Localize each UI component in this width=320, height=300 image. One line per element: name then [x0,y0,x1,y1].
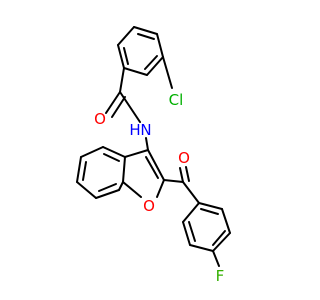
bond [198,202,223,210]
bond [95,189,120,199]
bond-c-cl [162,56,173,89]
bond-ketone-co-double [185,166,190,182]
furan-oxygen-label: O [143,197,155,215]
bond [76,181,97,199]
bond [117,26,135,46]
bond-double-inner [123,47,129,65]
bond [147,149,165,181]
bond-double-inner [82,161,87,181]
molecule-structure-diagram: Cl O N H O O F [76,26,231,285]
chlorine-label: Cl [169,91,184,109]
bond-n-c3 [145,137,149,151]
bond [212,232,231,252]
bond-double-inner [212,230,226,246]
bond [182,202,200,223]
bond [163,179,184,183]
bond [221,208,231,234]
bond [189,244,214,252]
bond-c-n [119,91,141,123]
bond [156,179,165,198]
bond-c-f [212,250,220,267]
bond [124,149,149,158]
bond-double-inner [98,183,117,192]
bond [117,44,125,69]
bond [122,156,126,183]
bond [102,146,126,158]
ketone-oxygen-label: O [178,149,190,167]
bond-amide-co-double [111,96,126,118]
fluorophenyl-ring [182,202,231,252]
bond [119,67,125,93]
bond [122,181,142,198]
bond [118,181,124,191]
bond [182,181,200,204]
bond [123,67,148,76]
amide-oxygen-label: O [94,110,106,128]
bond-double-inner [103,153,120,162]
bond-double-inner [137,33,155,40]
bond-amide-co [105,91,121,114]
bond [156,33,164,58]
bond [146,56,164,76]
bond [182,221,191,246]
bond-ketone-co [179,167,184,183]
chlorophenyl-ring [117,26,164,76]
fluorine-label: F [216,267,225,285]
nitrogen-hydrogen-label: H [129,121,140,139]
benzofuran-system [76,146,165,199]
bond [76,156,82,183]
bond [133,26,158,35]
bond-double-inner [200,208,219,215]
nitrogen-label: N [140,121,151,139]
bond-double-inner [144,55,158,70]
bond [80,146,104,158]
bond-double-inner [188,221,196,242]
bond-double-inner [145,156,159,179]
